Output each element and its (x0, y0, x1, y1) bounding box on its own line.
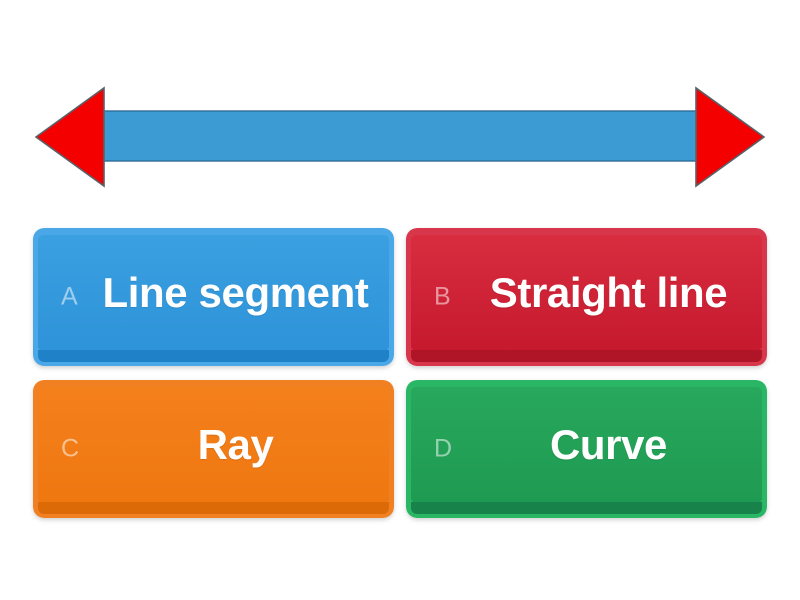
answer-d-lip (411, 502, 762, 514)
answer-option-c[interactable]: C Ray (33, 380, 394, 518)
answer-c-lip (38, 502, 389, 514)
right-arrowhead-icon (695, 86, 766, 188)
answer-options-grid: A Line segment B Straight line C Ray D C… (33, 228, 767, 518)
answer-c-face (38, 387, 389, 503)
arrow-bar (82, 110, 718, 162)
answer-d-face (411, 387, 762, 503)
left-arrowhead-icon (34, 86, 105, 188)
answer-option-a[interactable]: A Line segment (33, 228, 394, 366)
answer-a-lip (38, 350, 389, 362)
answer-b-face (411, 235, 762, 351)
answer-option-d[interactable]: D Curve (406, 380, 767, 518)
answer-b-lip (411, 350, 762, 362)
answer-a-face (38, 235, 389, 351)
question-image-double-arrow (34, 78, 766, 192)
answer-option-b[interactable]: B Straight line (406, 228, 767, 366)
double-arrow-svg (34, 86, 766, 188)
